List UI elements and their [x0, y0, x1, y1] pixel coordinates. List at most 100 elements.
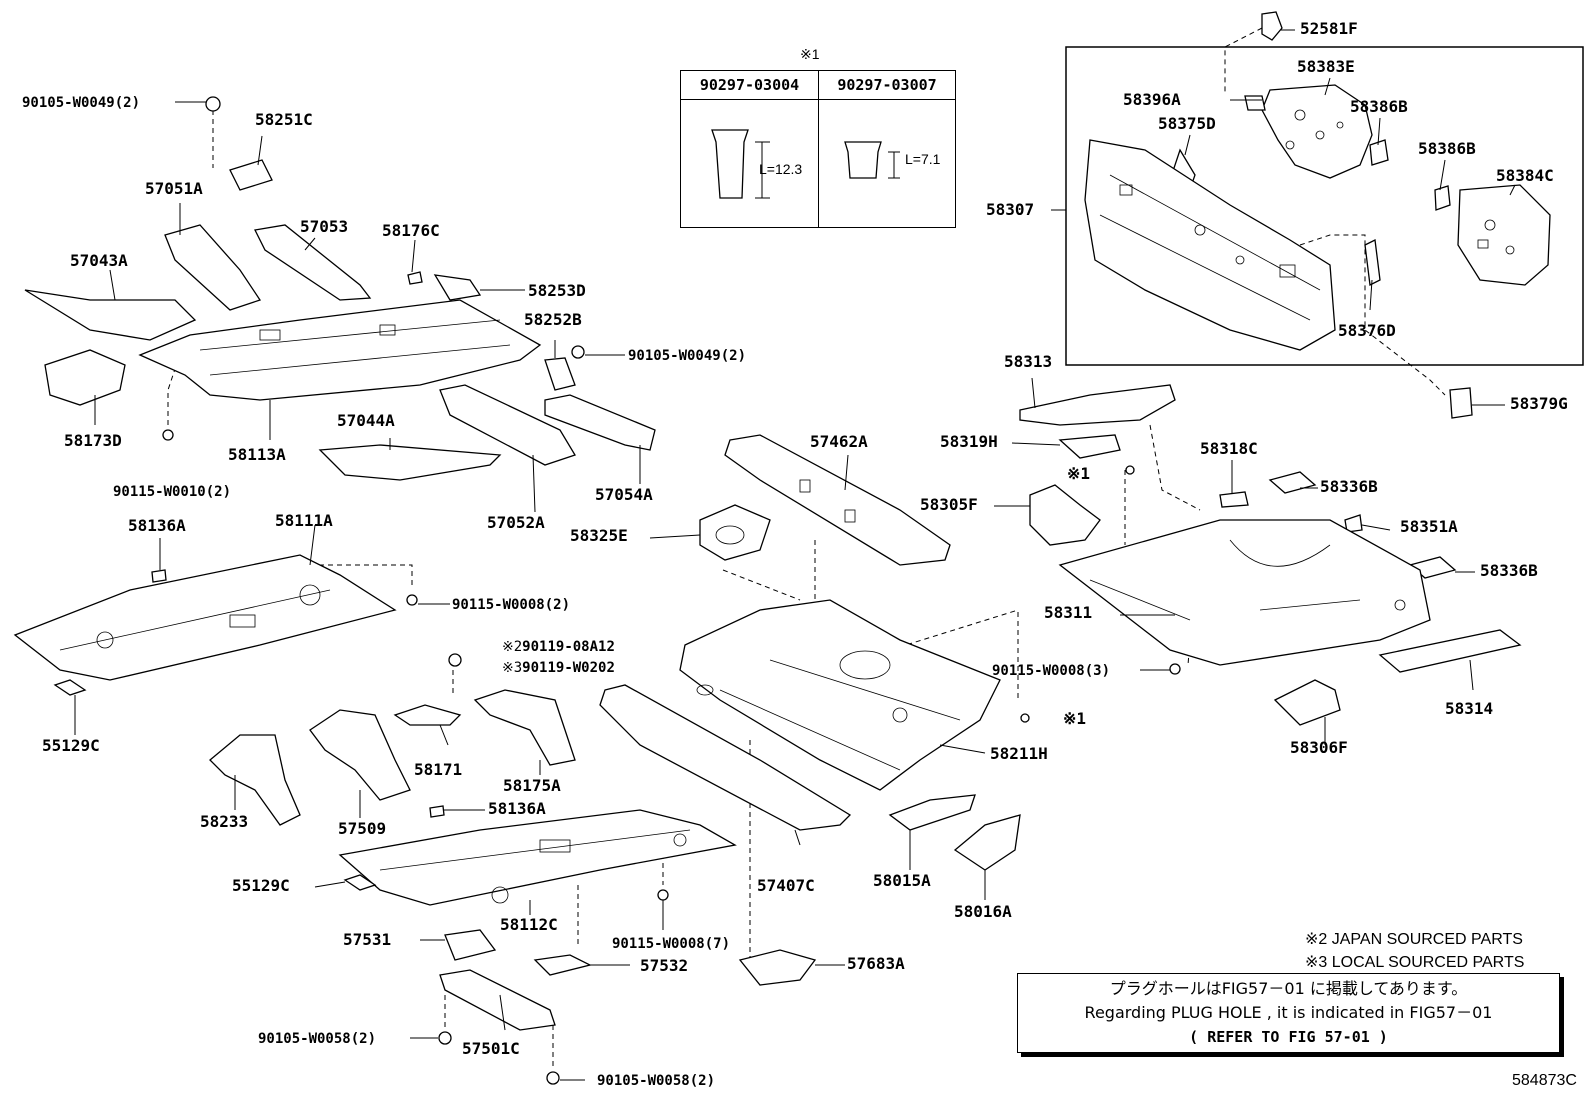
part-label: 58253D — [528, 281, 586, 300]
part-58351A-shape — [1344, 514, 1363, 533]
part-58383E-shape — [1261, 84, 1373, 179]
part-58016A-shape — [953, 814, 1021, 871]
part-57509-shape — [309, 709, 411, 801]
spec-col-2-dim: L=7.1 — [905, 151, 941, 167]
part-label: 57407C — [757, 876, 815, 895]
spec-col-1-header: 90297-03004 — [681, 71, 818, 100]
part-label: 58113A — [228, 445, 286, 464]
part-58015A-shape — [888, 794, 976, 831]
part-label: 90115-W0008(2) — [452, 597, 571, 613]
fastener-icons — [711, 129, 900, 199]
part-label: 90105-W0049(2) — [22, 95, 141, 111]
part-52581F-shape — [1261, 11, 1283, 41]
spec-col-2-header: 90297-03007 — [819, 71, 955, 100]
part-58311-shape — [1058, 519, 1431, 666]
part-label: 57051A — [145, 179, 203, 198]
spec-ref-mark: ※1 — [1067, 464, 1091, 483]
part-58318C-shape — [1219, 491, 1249, 508]
part-58253D-shape — [433, 274, 482, 301]
part-label: 58311 — [1044, 603, 1093, 622]
part-label: 90105-W0058(2) — [597, 1073, 716, 1089]
part-57462A-shape — [724, 434, 951, 566]
legend-japan: ※2 JAPAN SOURCED PARTS — [1305, 931, 1523, 948]
part-57051A-shape — [164, 224, 262, 311]
part-label: 58251C — [255, 110, 313, 129]
part-label: 58176C — [382, 221, 440, 240]
part-57531-shape — [444, 929, 497, 961]
part-label: 58307 — [986, 200, 1035, 219]
part-58386B-1-shape — [1369, 139, 1389, 166]
part-58171-shape — [393, 704, 462, 726]
part-57053-shape — [254, 224, 372, 301]
part-label: 57052A — [487, 513, 545, 532]
part-label: 90115-W0008(7) — [612, 936, 731, 952]
part-55129C-2-shape — [343, 874, 377, 891]
spec-col-1: 90297-03004 L=12.3 — [681, 71, 818, 227]
part-58376D-shape — [1364, 239, 1381, 286]
part-label: 58319H — [940, 432, 998, 451]
part-label: 57044A — [337, 411, 395, 430]
part-label: 58173D — [64, 431, 122, 450]
part-58384C-shape — [1457, 184, 1551, 286]
part-58314-shape — [1378, 629, 1522, 673]
spec-col-2: 90297-03007 L=7.1 — [818, 71, 955, 227]
part-58305F-shape — [1029, 484, 1101, 546]
part-label: 58325E — [570, 526, 628, 545]
part-57052A-shape — [439, 384, 576, 466]
local-mark: ※3 — [502, 660, 523, 676]
part-58325E-shape — [699, 504, 771, 561]
part-label: 57531 — [343, 930, 392, 949]
part-label: 57501C — [462, 1039, 520, 1058]
part-label: 58375D — [1158, 114, 1216, 133]
part-label: 55129C — [42, 736, 100, 755]
part-57532-shape — [533, 954, 592, 976]
japan-mark: ※2 — [502, 639, 523, 655]
part-58252B-shape — [544, 357, 576, 391]
part-58112C-shape — [338, 809, 737, 906]
part-label: 58313 — [1004, 352, 1053, 371]
part-label: 58336B — [1480, 561, 1538, 580]
part-57407C-shape — [599, 684, 852, 831]
part-label: 55129C — [232, 876, 290, 895]
part-57054A-shape — [544, 394, 656, 451]
part-57683A-shape — [738, 949, 817, 986]
part-label: 57509 — [338, 819, 387, 838]
part-label: 58136A — [128, 516, 186, 535]
part-58173D-shape — [44, 349, 126, 406]
part-label: 58379G — [1510, 394, 1568, 413]
part-label: 58306F — [1290, 738, 1348, 757]
part-label: 90105-W0058(2) — [258, 1031, 377, 1047]
part-label: 57043A — [70, 251, 128, 270]
part-label: 90105-W0049(2) — [628, 348, 747, 364]
rear-panel-group-box — [1065, 46, 1584, 366]
part-57501C-shape — [439, 969, 556, 1031]
part-58175A-shape — [473, 689, 576, 766]
part-label: 58386B — [1418, 139, 1476, 158]
note-line-english: Regarding PLUG HOLE , it is indicated in… — [1084, 1003, 1493, 1022]
part-label: 58175A — [503, 776, 561, 795]
part-label: 58015A — [873, 871, 931, 890]
part-number: 90119-08A12 — [522, 639, 615, 655]
part-58379G-shape — [1449, 387, 1473, 419]
part-58307-shape — [1084, 139, 1336, 351]
part-label: 58386B — [1350, 97, 1408, 116]
part-label: 58314 — [1445, 699, 1494, 718]
part-label: 57462A — [810, 432, 868, 451]
part-label: 58383E — [1297, 57, 1355, 76]
part-label: 57532 — [640, 956, 689, 975]
part-58136A-2-shape — [429, 805, 445, 818]
part-58113A-shape — [138, 299, 542, 401]
part-label: 58112C — [500, 915, 558, 934]
part-label: 57054A — [595, 485, 653, 504]
part-58306F-shape — [1273, 679, 1341, 726]
part-label: 58233 — [200, 812, 249, 831]
part-label: 58305F — [920, 495, 978, 514]
note-refer-link[interactable]: ( REFER TO FIG 57-01 ) — [1189, 1028, 1388, 1046]
part-58136A-1-shape — [151, 569, 167, 583]
part-58176C-shape — [407, 271, 423, 285]
part-55129C-1-shape — [53, 679, 87, 696]
part-label: 58376D — [1338, 321, 1396, 340]
part-58386B-2-shape — [1434, 185, 1451, 211]
part-label: 58351A — [1400, 517, 1458, 536]
part-label: 58384C — [1496, 166, 1554, 185]
